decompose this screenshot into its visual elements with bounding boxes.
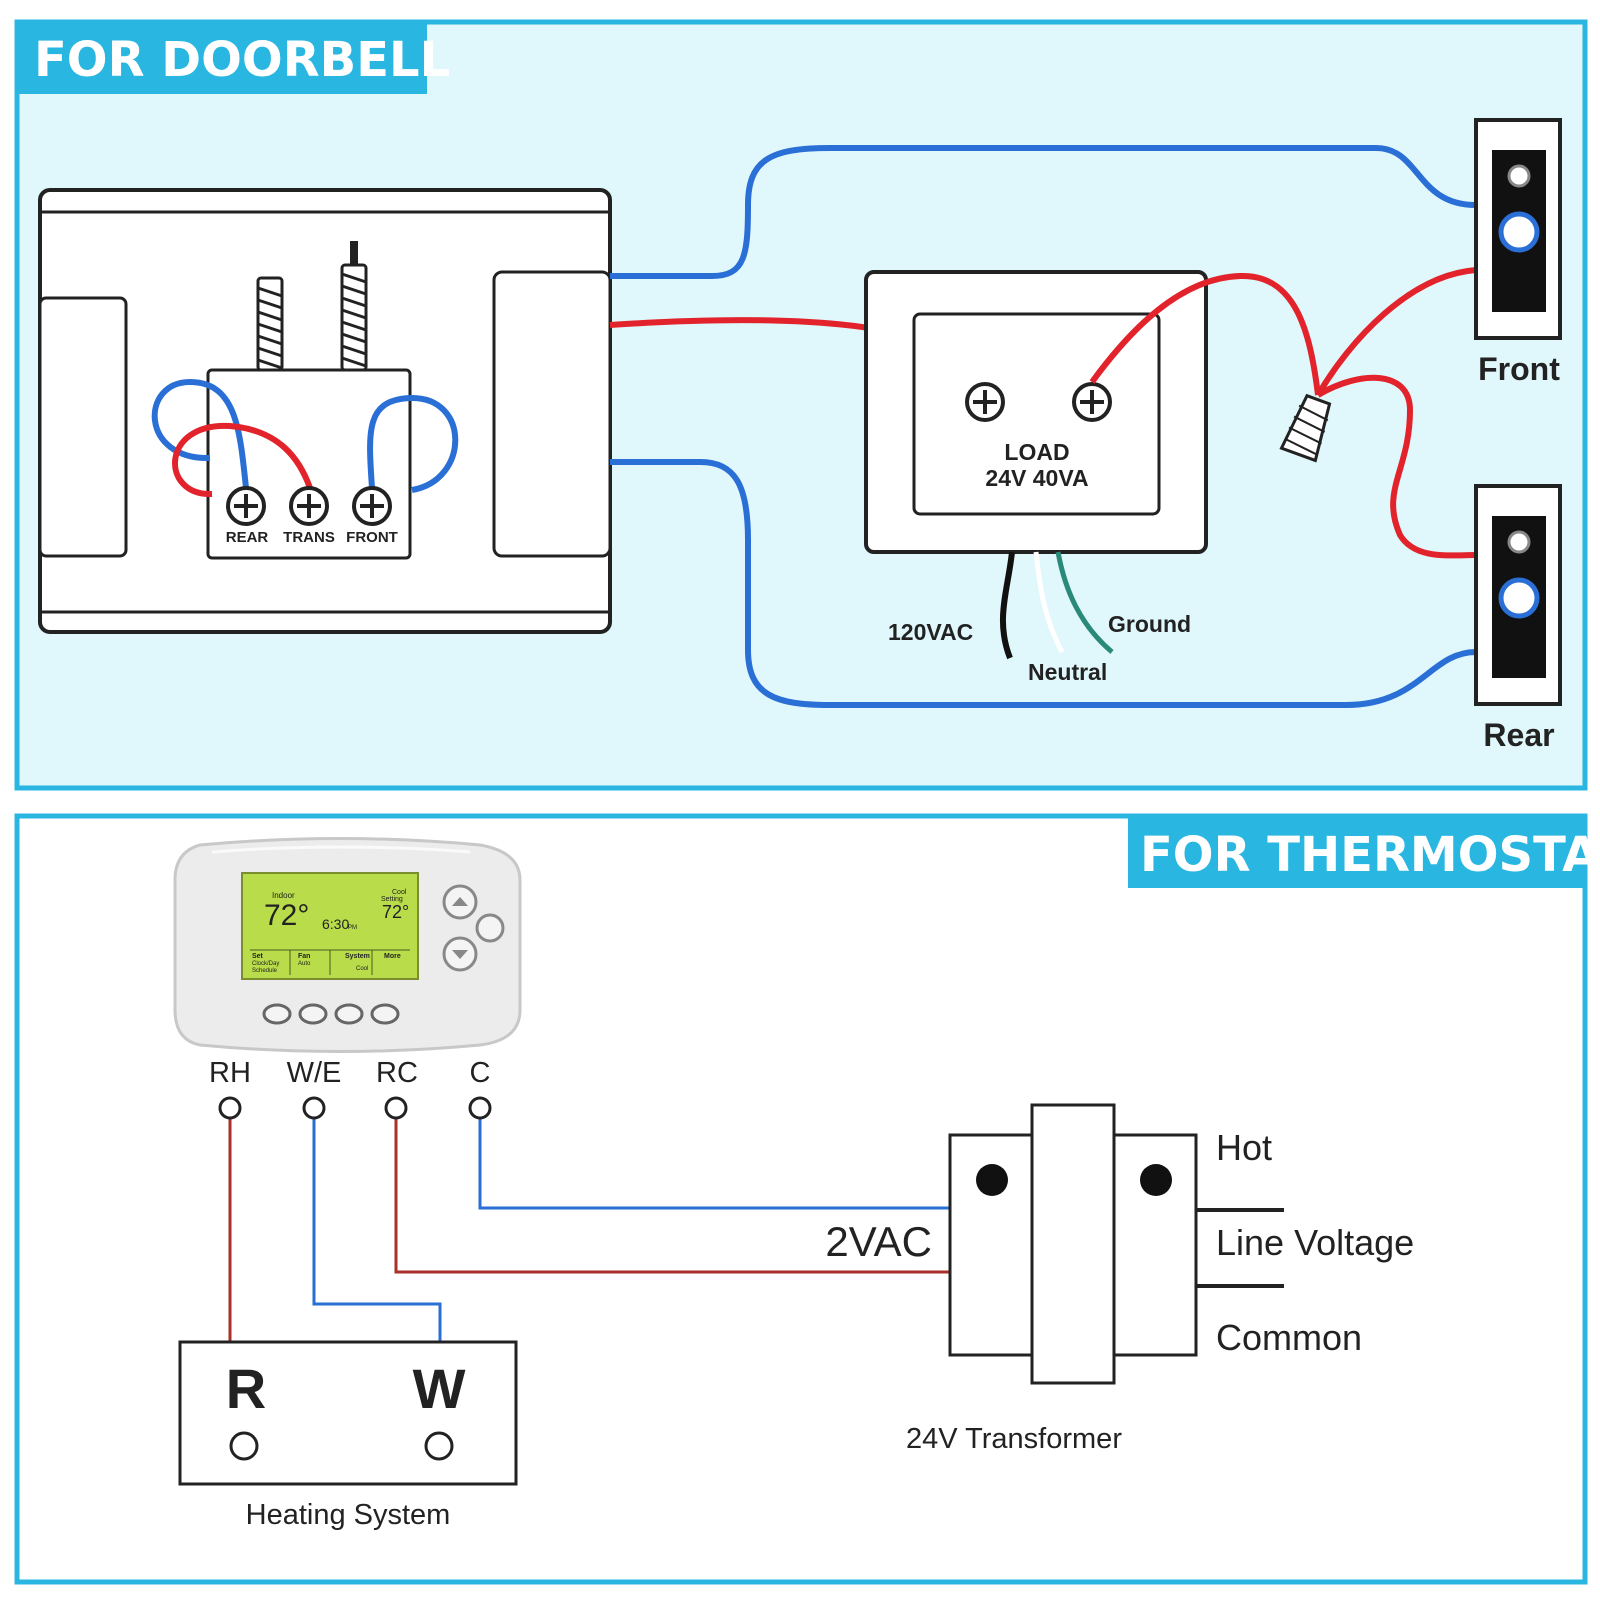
thermostat-device: Indoor 72° 6:30 PM Cool Setting 72° Set … — [173, 837, 522, 1053]
transformer-label-rating: 24V 40VA — [985, 465, 1088, 491]
lcd-time-suffix: PM — [348, 925, 357, 931]
label-neutral: Neutral — [1028, 659, 1107, 685]
front-button-press — [1498, 211, 1540, 253]
wire-neutral-white — [1033, 551, 1065, 654]
doorbell-title-bar — [17, 22, 427, 94]
lcd-setting-temp: 72° — [382, 902, 409, 922]
terminal-we — [302, 1096, 326, 1120]
terminal-rc — [384, 1096, 408, 1120]
lcd-setting-label-2: Setting — [381, 896, 403, 903]
chime-left-resonator — [38, 296, 128, 558]
chime-terminal-front-label: FRONT — [346, 529, 398, 546]
thermostat-soft-button-4[interactable] — [370, 1003, 400, 1025]
chime-plunger-left — [256, 276, 284, 372]
front-button-light — [1507, 164, 1531, 188]
heating-system: R W Heating System — [178, 1340, 518, 1531]
transformer-screw-left — [965, 382, 1005, 422]
doorbell-transformer-plate — [912, 312, 1161, 516]
lcd-menu-sub-clock: Clock/Day — [252, 961, 279, 967]
thermostat-down-button[interactable] — [442, 936, 478, 972]
label-ground: Ground — [1108, 611, 1191, 637]
chime-plunger-right — [340, 241, 368, 372]
doorbell-title: FOR DOORBELL — [34, 32, 450, 88]
lcd-menu-more: More — [384, 953, 401, 960]
wire-rear-blue — [610, 459, 1477, 708]
lcd-menu-sub-cool: Cool — [356, 966, 368, 972]
heating-system-box — [178, 1340, 518, 1486]
transformer-dot-right — [1140, 1164, 1172, 1196]
lcd-setting-label-1: Cool — [392, 889, 407, 896]
thermostat-up-button[interactable] — [442, 884, 478, 920]
thermostat-title: FOR THERMOSTAT — [1140, 827, 1600, 883]
chime-terminal-rear-label: REAR — [226, 529, 269, 546]
thermostat-soft-button-2[interactable] — [298, 1003, 328, 1025]
thermostat-title-bar — [1128, 816, 1585, 888]
chime-terminal-trans-label: TRANS — [283, 529, 335, 546]
wire-we — [312, 1119, 442, 1342]
front-doorbell-button: Front — [1474, 118, 1562, 387]
wire-front-blue — [610, 145, 1477, 279]
lcd-indoor-label: Indoor — [272, 891, 295, 900]
terminal-label-rh: RH — [209, 1057, 251, 1089]
doorbell-panel: FOR DOORBELL — [14, 19, 1588, 791]
thermostat-select-button[interactable] — [475, 913, 505, 943]
voltage-label: 2VAC — [825, 1218, 932, 1265]
chime-screw-rear — [226, 486, 266, 526]
lcd-menu-fan: Fan — [298, 953, 310, 960]
lcd-menu-set: Set — [252, 953, 264, 960]
front-button-label: Front — [1478, 351, 1560, 387]
wire-nut — [1279, 393, 1332, 463]
chime-front-blue-loop — [367, 394, 459, 493]
terminal-label-rc: RC — [376, 1057, 418, 1089]
chime-rear-blue-loop — [151, 378, 249, 489]
terminal-label-we: W/E — [287, 1057, 342, 1089]
transformer-line-voltage-label: Line Voltage — [1216, 1222, 1414, 1263]
wire-rc — [394, 1119, 950, 1274]
chime-screw-front — [352, 486, 392, 526]
terminal-label-c: C — [470, 1057, 491, 1089]
rear-button-press — [1498, 577, 1540, 619]
wire-c — [478, 1119, 950, 1210]
thermostat-panel: FOR THERMOSTAT Indoor 72° 6:30 PM Cool S… — [14, 813, 1600, 1585]
heating-terminal-w-label: W — [413, 1357, 466, 1420]
lcd-menu-sub-schedule: Schedule — [252, 968, 278, 974]
wire-ground-green — [1055, 551, 1114, 654]
terminal-rh — [218, 1096, 242, 1120]
wire-front-red — [1315, 267, 1477, 397]
lcd-menu-sub-auto: Auto — [298, 961, 311, 967]
transformer-screw-right — [1072, 382, 1112, 422]
terminal-c — [468, 1096, 492, 1120]
thermostat-soft-button-1[interactable] — [262, 1003, 292, 1025]
transformer-core — [1030, 1103, 1116, 1385]
lcd-time: 6:30 — [322, 916, 349, 932]
wire-load-red — [1089, 272, 1321, 396]
transformer-common-label: Common — [1216, 1317, 1362, 1358]
rear-button-label: Rear — [1483, 717, 1554, 753]
lcd-menu-system: System — [345, 953, 370, 960]
wire-rear-red — [1316, 374, 1477, 559]
label-120vac: 120VAC — [888, 619, 973, 645]
chime-unit: REAR TRANS FRONT — [38, 188, 612, 634]
lcd-indoor-temp: 72° — [264, 899, 309, 932]
heating-terminal-r — [229, 1431, 259, 1461]
thermostat-transformer: Hot Line Voltage Common 24V Transformer — [906, 1103, 1414, 1455]
thermostat-soft-button-3[interactable] — [334, 1003, 364, 1025]
transformer-caption: 24V Transformer — [906, 1423, 1122, 1455]
rear-button-light — [1507, 530, 1531, 554]
heating-terminal-w — [424, 1431, 454, 1461]
heating-terminal-r-label: R — [226, 1357, 266, 1420]
chime-trans-red-loop — [172, 422, 313, 498]
chime-screw-trans — [289, 486, 329, 526]
transformer-label-load: LOAD — [1004, 439, 1069, 465]
wire-hot-black — [999, 551, 1015, 660]
heating-system-caption: Heating System — [246, 1499, 451, 1531]
chime-right-resonator — [492, 270, 612, 558]
transformer-hot-label: Hot — [1216, 1127, 1272, 1168]
transformer-dot-left — [976, 1164, 1008, 1196]
rear-doorbell-button: Rear — [1474, 484, 1562, 753]
